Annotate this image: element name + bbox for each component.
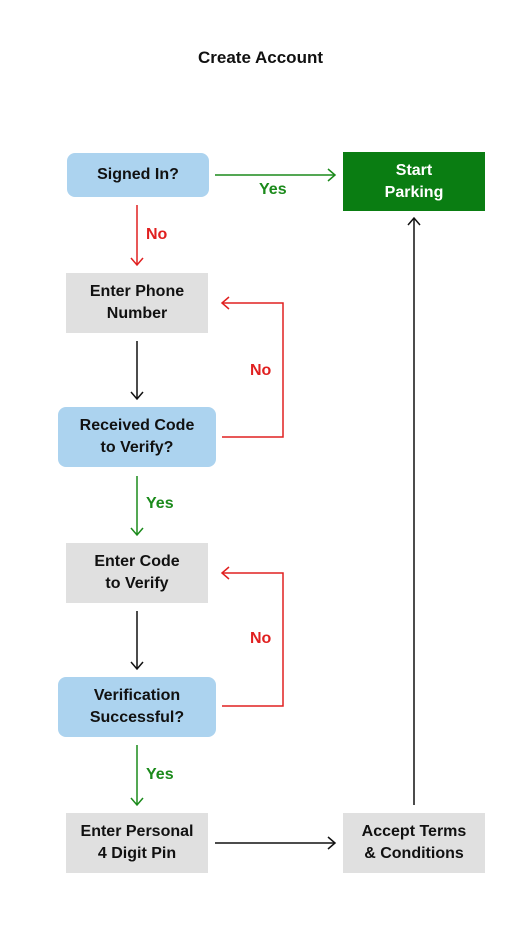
arrow-signed-in-to-enter-phone	[130, 205, 144, 267]
edge-label-signed-in-no: No	[146, 226, 168, 243]
node-accept-terms: Accept Terms & Conditions	[343, 813, 485, 873]
arrow-enter-pin-to-accept-terms	[215, 836, 337, 850]
page-title: Create Account	[197, 48, 323, 67]
arrow-enter-code-to-verification	[130, 611, 144, 671]
arrow-verification-to-enter-pin	[130, 745, 144, 807]
node-received-code: Received Code to Verify?	[58, 407, 216, 467]
edge-label-verification-no: No	[250, 630, 272, 647]
arrow-verification-loop-no	[220, 566, 284, 707]
arrow-enter-phone-to-received-code	[130, 341, 144, 401]
node-enter-phone-number: Enter Phone Number	[66, 273, 208, 333]
edge-label-received-code-yes: Yes	[146, 495, 174, 512]
edge-label-received-code-no: No	[250, 362, 272, 379]
node-enter-code: Enter Code to Verify	[66, 543, 208, 603]
node-start-parking: Start Parking	[343, 152, 485, 211]
arrow-accept-terms-to-start-parking	[407, 216, 421, 805]
arrow-signed-in-to-start-parking	[215, 168, 337, 182]
edge-label-signed-in-yes: Yes	[259, 181, 287, 198]
node-verification-successful: Verification Successful?	[58, 677, 216, 737]
arrow-received-code-to-enter-code	[130, 476, 144, 537]
edge-label-verification-yes: Yes	[146, 766, 174, 783]
node-enter-personal-pin: Enter Personal 4 Digit Pin	[66, 813, 208, 873]
arrow-received-code-loop-no	[220, 296, 284, 438]
node-signed-in: Signed In?	[67, 153, 209, 197]
